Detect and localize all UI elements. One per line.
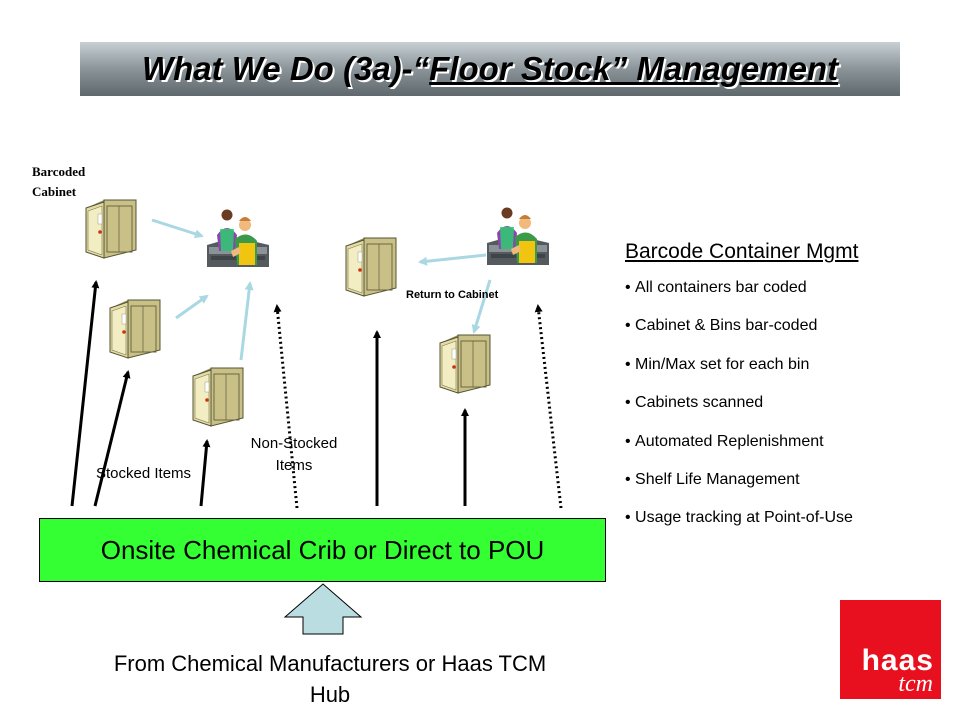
flow-arrow bbox=[471, 279, 492, 334]
source-label: From Chemical Manufacturers or Haas TCM … bbox=[113, 651, 547, 707]
return-to-cabinet-label: Return to Cabinet bbox=[406, 289, 499, 301]
workers-icon bbox=[207, 209, 269, 267]
cabinet-icon bbox=[439, 334, 491, 394]
panel-list-item: All containers bar coded bbox=[625, 278, 945, 316]
cabinet-icon bbox=[345, 237, 397, 297]
flow-arrow bbox=[151, 218, 204, 239]
cabinet-icon bbox=[85, 199, 137, 259]
flow-arrow bbox=[418, 253, 487, 266]
panel-list-item: Usage tracking at Point-of-Use bbox=[625, 508, 945, 546]
logo-tcm-text: tcm bbox=[898, 671, 933, 697]
stock-arrow bbox=[93, 370, 131, 507]
cabinet-icon bbox=[192, 367, 244, 427]
panel-list-item: Shelf Life Management bbox=[625, 470, 945, 508]
title-underlined: Floor Stock” Management bbox=[429, 50, 839, 87]
workers-icon bbox=[487, 207, 549, 265]
page-title: What We Do (3a)-“Floor Stock” Management bbox=[142, 50, 838, 88]
barcode-panel: Barcode Container Mgmt All containers ba… bbox=[625, 240, 945, 547]
cabinet-icon bbox=[109, 299, 161, 359]
up-arrow-icon bbox=[284, 583, 362, 635]
logo-haas-text: haas bbox=[861, 644, 934, 677]
stock-arrow bbox=[199, 439, 211, 507]
panel-heading: Barcode Container Mgmt bbox=[625, 240, 859, 263]
flow-arrow bbox=[175, 294, 209, 320]
non-stock-arrow bbox=[273, 304, 299, 509]
stock-arrow bbox=[70, 280, 100, 507]
panel-list-item: Cabinet & Bins bar-coded bbox=[625, 316, 945, 354]
panel-list: All containers bar coded Cabinet & Bins … bbox=[625, 278, 945, 547]
barcoded-cabinet-label: Barcoded Cabinet bbox=[32, 164, 86, 199]
panel-list-item: Automated Replenishment bbox=[625, 432, 945, 470]
haas-tcm-logo: haas tcm bbox=[840, 600, 941, 699]
flow-arrow bbox=[239, 281, 254, 361]
title-bar: What We Do (3a)-“Floor Stock” Management bbox=[80, 42, 900, 96]
title-prefix: What We Do (3a)-“ bbox=[141, 50, 430, 87]
stocked-items-label: Stocked Items bbox=[96, 465, 192, 482]
non-stocked-items-label: Non-Stocked Items bbox=[250, 435, 338, 474]
panel-list-item: Min/Max set for each bin bbox=[625, 355, 945, 393]
chemical-crib-box: Onsite Chemical Crib or Direct to POU bbox=[39, 518, 606, 582]
non-stock-arrow bbox=[534, 304, 563, 509]
panel-list-item: Cabinets scanned bbox=[625, 393, 945, 431]
